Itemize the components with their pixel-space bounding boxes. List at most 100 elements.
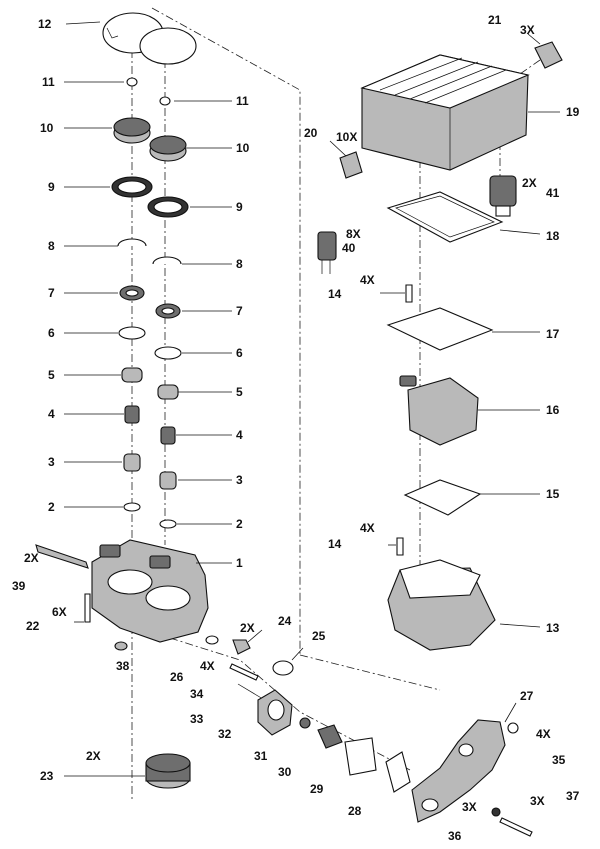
callout-20-qty: 10X <box>336 130 357 144</box>
callout-39-qty: 2X <box>24 551 39 565</box>
part-37-bolts <box>499 817 533 837</box>
callout-23-qty: 2X <box>86 749 101 763</box>
callout-37: 37 <box>566 789 580 803</box>
part-32-housing <box>257 689 293 736</box>
callout-29: 29 <box>310 782 324 796</box>
part-14-screws-upper <box>405 284 413 303</box>
part-36-o-rings <box>491 807 501 817</box>
callout-14: 14 <box>328 537 342 551</box>
callout-11: 11 <box>42 75 55 89</box>
callout-15: 15 <box>546 487 560 501</box>
part-31-seal <box>299 717 311 729</box>
callout-26-qty: 4X <box>200 659 215 673</box>
part-29-piston <box>344 737 377 776</box>
callout-5: 5 <box>48 368 55 382</box>
callout-28: 28 <box>348 804 362 818</box>
part-27-outlet-manifold <box>411 719 506 823</box>
part-2-o-rings <box>123 502 177 529</box>
callout-22: 22 <box>26 619 40 633</box>
callout-35: 35 <box>552 753 566 767</box>
callout-23: 23 <box>40 769 54 783</box>
part-4-springs <box>124 405 176 445</box>
callout-14-qty: 4X <box>360 521 375 535</box>
callout-13: 13 <box>546 621 560 635</box>
callout-2: 2 <box>236 517 243 531</box>
callout-1: 1 <box>236 556 243 570</box>
callout-4: 4 <box>236 428 243 442</box>
part-10-valve-caps <box>113 117 187 162</box>
part-18-gasket <box>386 191 504 243</box>
callout-36-qty: 3X <box>462 800 477 814</box>
callout-14: 14 <box>328 287 342 301</box>
callout-40-qty: 8X <box>346 227 361 241</box>
part-30-spring <box>317 724 343 749</box>
part-1-pump-manifold <box>91 539 209 643</box>
callout-32: 32 <box>218 727 232 741</box>
part-3-valves <box>123 453 177 490</box>
callout-39: 39 <box>12 579 26 593</box>
callout-3: 3 <box>236 473 243 487</box>
part-8-retaining-rings <box>117 238 182 265</box>
callout-20: 20 <box>304 126 318 140</box>
part-41-connector <box>489 175 517 217</box>
callout-3: 3 <box>48 455 55 469</box>
callout-8: 8 <box>236 257 243 271</box>
part-12-gasket-plate <box>102 12 197 65</box>
callout-5: 5 <box>236 385 243 399</box>
callout-8: 8 <box>48 239 55 253</box>
callout-9: 9 <box>48 180 55 194</box>
callout-10: 10 <box>236 141 250 155</box>
callout-26: 26 <box>170 670 184 684</box>
callout-16: 16 <box>546 403 560 417</box>
callout-33: 33 <box>190 712 204 726</box>
callout-18: 18 <box>546 229 560 243</box>
callout-21-qty: 3X <box>520 23 535 37</box>
callout-7: 7 <box>48 286 55 300</box>
callout-30: 30 <box>278 765 292 779</box>
callout-4: 4 <box>48 407 55 421</box>
callout-labels: 12 11 11 10 10 9 9 8 8 7 7 6 6 5 5 4 4 3… <box>12 13 580 843</box>
part-17-plate <box>386 307 494 351</box>
part-13-base-housing <box>387 559 496 651</box>
callout-24-qty: 2X <box>240 621 255 635</box>
part-19-motor-housing <box>360 54 530 171</box>
callout-31: 31 <box>254 749 268 763</box>
part-23-bearing-cap <box>145 753 191 789</box>
callout-38: 38 <box>116 659 130 673</box>
leader-lines <box>64 21 560 777</box>
callout-19: 19 <box>566 105 580 119</box>
callout-14-qty: 4X <box>360 273 375 287</box>
callout-40: 40 <box>342 241 356 255</box>
part-11-o-rings <box>126 77 171 106</box>
callout-7: 7 <box>236 304 243 318</box>
part-20-clips <box>339 151 363 179</box>
part-24-fitting <box>232 639 251 655</box>
part-16-valve-block <box>399 375 479 446</box>
callout-12: 12 <box>38 17 52 31</box>
part-34-screw <box>229 663 259 681</box>
part-6-o-rings <box>118 326 182 360</box>
callout-37-qty: 3X <box>530 794 545 808</box>
part-14-screws-lower <box>396 537 404 556</box>
callout-21: 21 <box>488 13 502 27</box>
callout-22-qty: 6X <box>52 605 67 619</box>
part-7-seals <box>119 285 181 319</box>
callout-9: 9 <box>236 200 243 214</box>
callout-6: 6 <box>236 346 243 360</box>
part-35-o-rings <box>507 722 519 734</box>
callout-2: 2 <box>48 500 55 514</box>
part-9-seal-rings <box>111 176 189 218</box>
callout-35-qty: 4X <box>536 727 551 741</box>
callout-34: 34 <box>190 687 204 701</box>
part-39-pins <box>35 544 89 569</box>
part-21-clips <box>534 41 563 69</box>
part-40-terminal <box>317 231 337 274</box>
part-38-plug <box>114 641 128 651</box>
callout-11: 11 <box>236 94 249 108</box>
callout-10: 10 <box>40 121 54 135</box>
callout-17: 17 <box>546 327 560 341</box>
callout-36: 36 <box>448 829 462 843</box>
callout-27: 27 <box>520 689 534 703</box>
part-22-bolts <box>84 593 91 623</box>
